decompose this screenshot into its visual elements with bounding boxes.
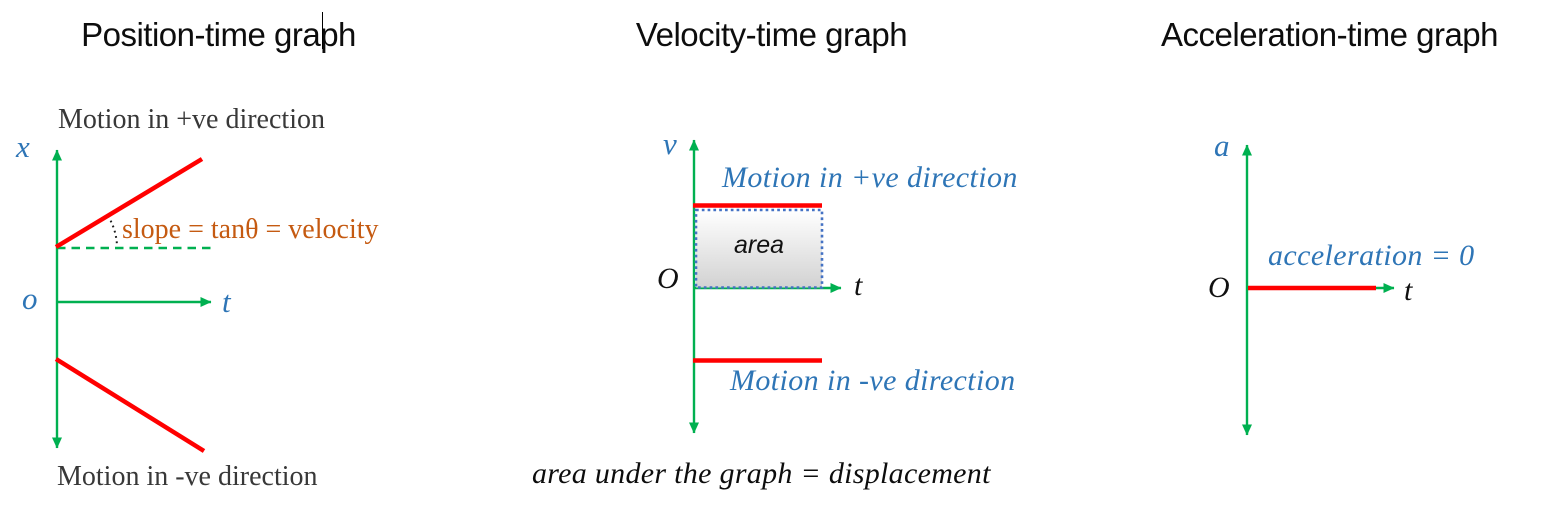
area-displacement-footnote: area under the graph = displacement xyxy=(532,457,991,490)
velocity-negative-direction-label: Motion in -ve direction xyxy=(730,364,1016,397)
theta-angle-arc xyxy=(107,215,118,247)
area-label: area xyxy=(733,231,785,259)
acceleration-t-axis-label: t xyxy=(1404,274,1413,307)
position-negative-direction-label: Motion in -ve direction xyxy=(57,461,318,492)
position-positive-direction-label: Motion in +ve direction xyxy=(58,104,325,135)
acceleration-time-diagram xyxy=(1242,144,1395,436)
position-t-axis-label: t xyxy=(222,284,231,319)
velocity-positive-direction-label: Motion in +ve direction xyxy=(722,161,1018,194)
velocity-graph-title: Velocity-time graph xyxy=(635,16,908,53)
acceleration-y-axis-label: a xyxy=(1214,128,1230,163)
position-time-diagram xyxy=(52,149,216,453)
position-graph-title[interactable]: Position-time graph xyxy=(81,16,356,53)
area-under-graph-box xyxy=(694,208,824,289)
position-y-axis-label: x xyxy=(16,129,30,164)
acceleration-origin-label: O xyxy=(1208,271,1230,304)
velocity-t-axis-label: t xyxy=(854,269,863,302)
slope-annotation: slope = tanθ = velocity xyxy=(122,214,379,245)
velocity-time-diagram xyxy=(689,139,842,434)
velocity-y-axis-label: v xyxy=(663,126,677,161)
text-cursor xyxy=(321,12,324,49)
position-origin-label: o xyxy=(22,281,38,316)
acceleration-graph-title: Acceleration-time graph xyxy=(1161,16,1499,53)
position-positive-slope-line xyxy=(54,157,204,249)
acceleration-zero-annotation: acceleration = 0 xyxy=(1268,239,1475,272)
position-negative-slope-line xyxy=(54,357,206,453)
velocity-origin-label: O xyxy=(657,262,679,295)
